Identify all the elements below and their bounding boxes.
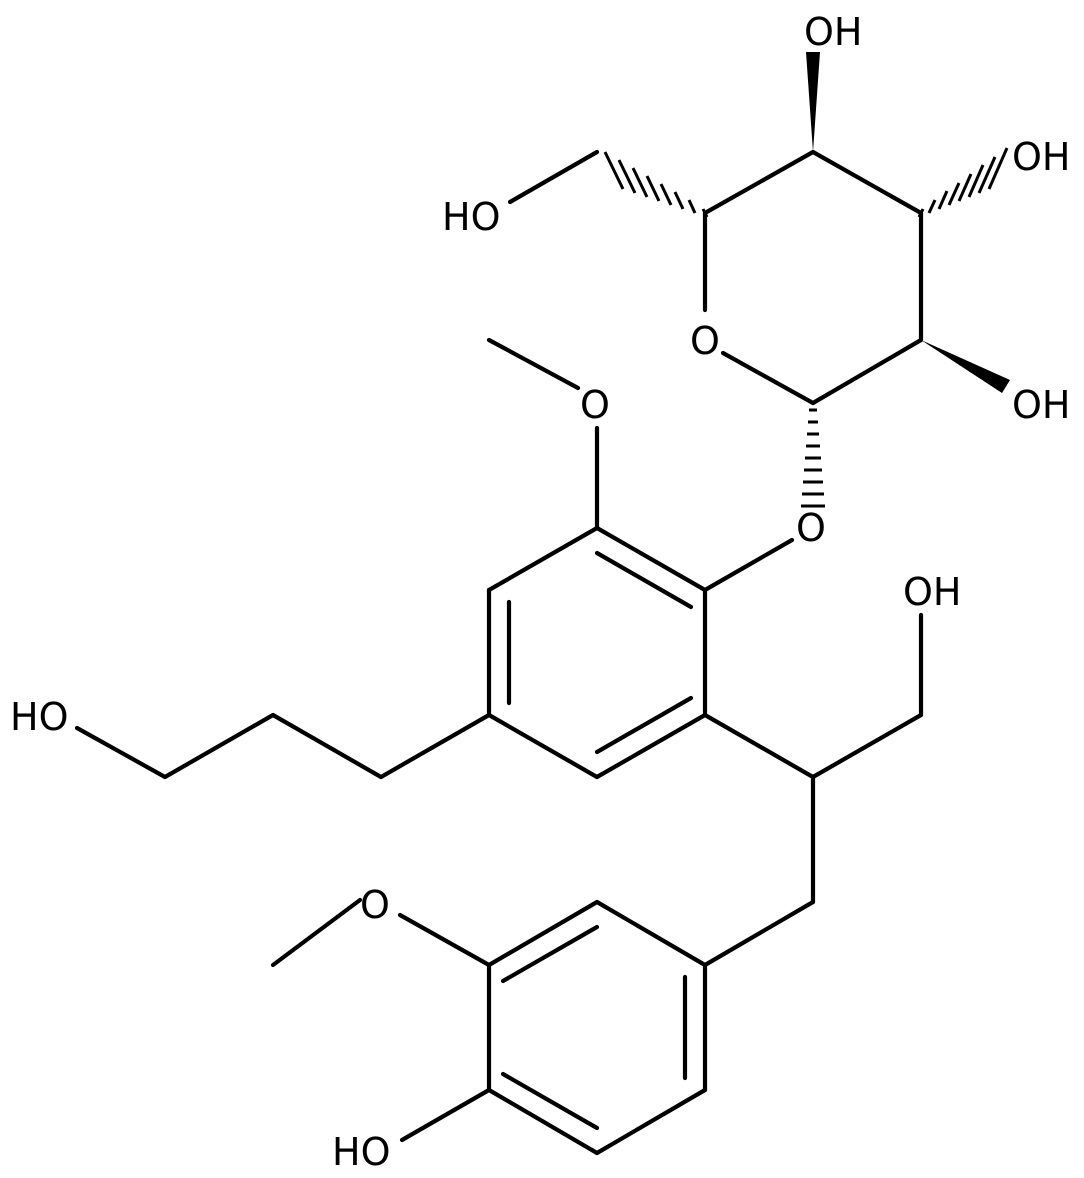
bond [594, 712, 708, 780]
bond [702, 537, 795, 593]
bond [500, 924, 600, 984]
bond [810, 712, 924, 780]
bond [500, 1071, 600, 1131]
bond [720, 350, 816, 406]
bond [486, 337, 581, 391]
bond [486, 712, 600, 780]
bond [162, 712, 276, 780]
wedge-bond [806, 52, 820, 152]
atom-labels: OH OH HO O OH O O OH HO O HO [10, 10, 1070, 1174]
bond [397, 912, 492, 968]
bond [270, 897, 363, 968]
bond [594, 1087, 708, 1156]
bond [486, 1087, 600, 1156]
hash-bond [603, 151, 709, 218]
hash-bond [917, 147, 1009, 218]
bond [378, 712, 492, 780]
stereo-bonds [603, 52, 1010, 508]
ring-oxygen-label: O [690, 319, 720, 363]
bond [702, 149, 816, 216]
hydroxyl-label: OH [1012, 135, 1070, 179]
bond [270, 712, 384, 780]
bond [486, 899, 600, 968]
hydroxyl-label: HO [442, 195, 500, 239]
hydroxyl-label: OH [804, 10, 862, 54]
methoxy-oxygen-label: O [580, 383, 610, 427]
bonds [74, 149, 924, 1156]
methoxy-oxygen-label: O [360, 883, 390, 927]
bond [594, 550, 694, 610]
wedge-bond [921, 340, 1010, 393]
bond [507, 149, 600, 205]
hydroxyl-label: OH [903, 570, 961, 614]
hydroxyl-label: HO [10, 695, 68, 739]
bond [702, 712, 816, 780]
hash-bond [801, 408, 825, 508]
bond [702, 899, 816, 968]
bond [594, 695, 694, 755]
bond [810, 149, 924, 216]
bond [594, 525, 708, 593]
bond [74, 725, 168, 780]
hydroxyl-label: OH [1012, 383, 1070, 427]
bond [486, 525, 600, 593]
bond [810, 337, 924, 406]
hydroxyl-label: HO [332, 1130, 390, 1174]
glycosidic-oxygen-label: O [796, 506, 826, 550]
bond [594, 899, 708, 968]
bond [399, 1087, 492, 1143]
